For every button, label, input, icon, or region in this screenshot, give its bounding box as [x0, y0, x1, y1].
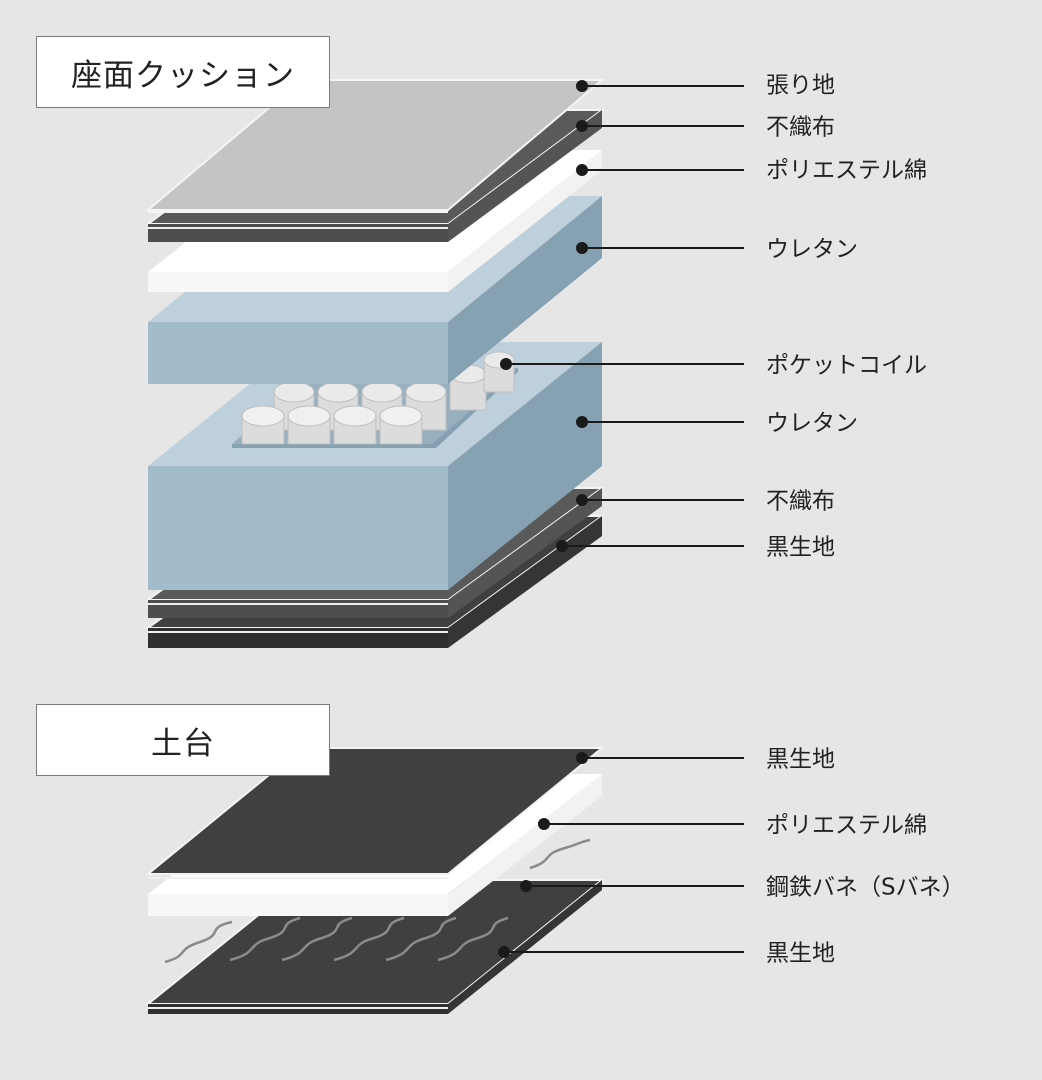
label-black-cloth-cushion: 黒生地 [766, 534, 835, 561]
section-title-cushion: 座面クッション [36, 36, 330, 108]
label-s-spring: 鋼鉄バネ（Sバネ） [766, 874, 965, 901]
label-nonwoven-bottom: 不織布 [766, 488, 835, 515]
label-black-cloth-base-top: 黒生地 [766, 746, 835, 773]
label-polyester-cushion: ポリエステル綿 [766, 157, 927, 184]
cushion-upholstery-layer [145, 79, 605, 213]
label-urethane-upper: ウレタン [766, 236, 858, 263]
label-nonwoven-top: 不織布 [766, 114, 835, 141]
s-spring-layer [164, 838, 591, 964]
section-title-base: 土台 [36, 704, 330, 776]
label-polyester-base: ポリエステル綿 [766, 812, 927, 839]
leader-lines [498, 80, 744, 958]
label-black-cloth-base-bottom: 黒生地 [766, 940, 835, 967]
base-black-cloth-bottom-layer [145, 879, 605, 1014]
label-urethane-lower: ウレタン [766, 410, 858, 437]
label-pocket-coil: ポケットコイル [766, 352, 927, 379]
base-black-cloth-top-layer [145, 747, 605, 879]
pocket-coil-layer [241, 351, 515, 445]
label-upholstery: 張り地 [766, 72, 835, 99]
